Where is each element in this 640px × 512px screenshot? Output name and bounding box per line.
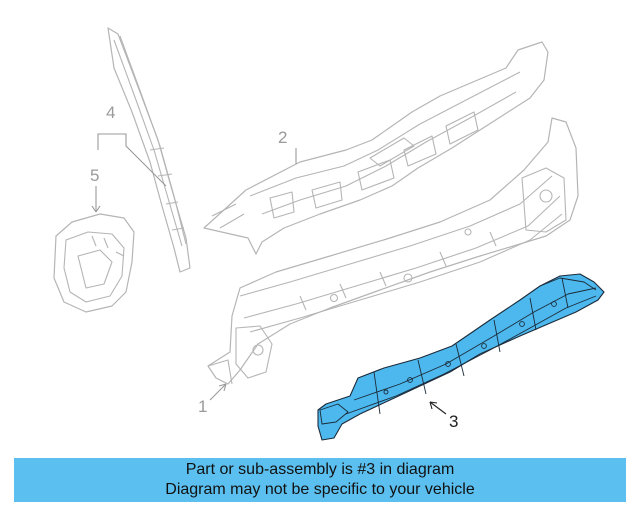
part-1-rear-panel (207, 117, 579, 385)
leader-4-left (97, 133, 112, 150)
leader-1 (209, 383, 227, 401)
callout-2: 2 (278, 128, 288, 147)
part-2-upper-panel (203, 41, 549, 255)
leader-4-right (112, 133, 167, 187)
leader-lines (91, 133, 447, 415)
banner-line-2: Diagram may not be specific to your vehi… (165, 481, 475, 498)
leader-3 (429, 401, 447, 415)
callout-3: 3 (449, 412, 459, 431)
callout-4: 4 (106, 103, 116, 122)
part-5-bracket (53, 213, 135, 313)
part-4-pillar (107, 27, 191, 273)
part-3-highlighted-reinforcement (317, 273, 605, 441)
info-banner: Part or sub-assembly is #3 in diagram Di… (14, 458, 626, 502)
callout-5: 5 (90, 166, 100, 185)
banner-line-1: Part or sub-assembly is #3 in diagram (185, 461, 455, 478)
callout-1: 1 (198, 397, 208, 416)
parts-diagram (53, 27, 605, 441)
